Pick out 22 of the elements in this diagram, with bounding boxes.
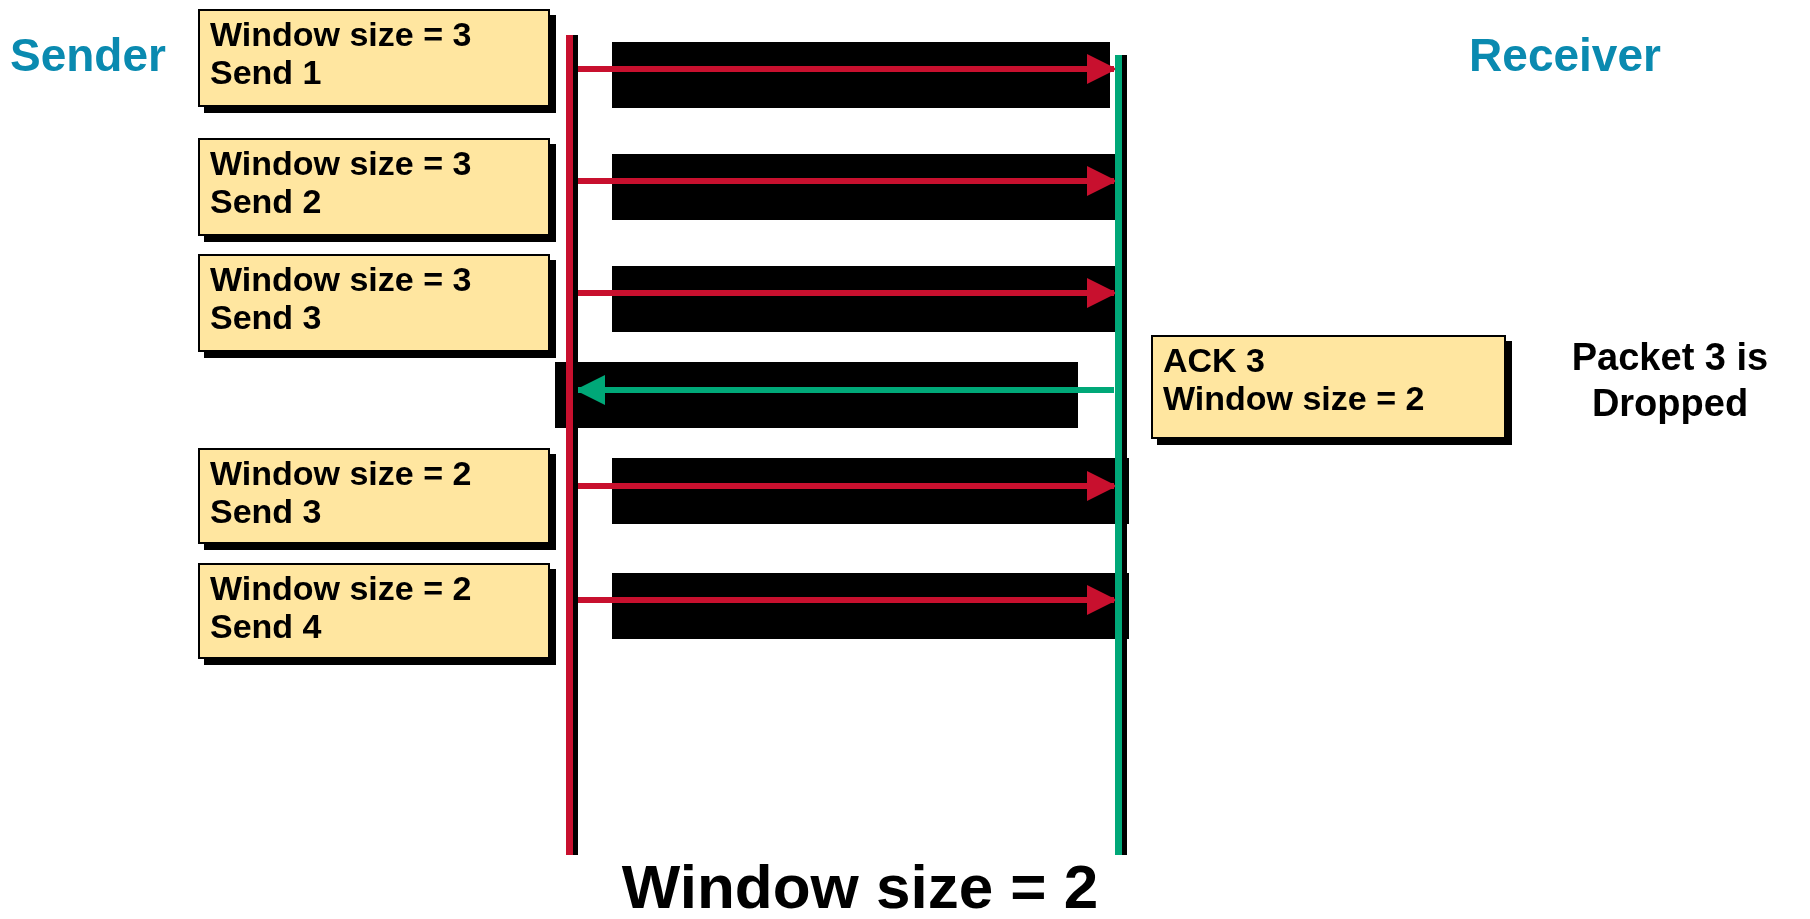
note-text: Packet 3 is Dropped xyxy=(1570,335,1770,426)
box-text: Window size = 3 xyxy=(210,15,473,53)
box-text: Send 4 xyxy=(210,607,323,645)
box-text: Window size = 2 xyxy=(210,569,473,607)
box-text: Window size = 3 xyxy=(210,260,473,298)
box-text: Send 3 xyxy=(210,492,323,530)
arrow xyxy=(578,471,1117,501)
arrow xyxy=(578,585,1117,615)
arrow xyxy=(578,278,1117,308)
arrow xyxy=(575,375,1114,405)
box-text: Send 2 xyxy=(210,182,323,220)
lifeline-label: Sender xyxy=(10,28,167,83)
arrow xyxy=(578,54,1117,84)
arrow xyxy=(578,166,1117,196)
box-text: Window size = 2 xyxy=(1163,379,1426,417)
caption-text: Window size = 2 xyxy=(620,851,1100,919)
lifeline-label: Receiver xyxy=(1468,28,1662,83)
box-text: Send 1 xyxy=(210,53,323,91)
box-text: Window size = 3 xyxy=(210,144,473,182)
box-text: ACK 3 xyxy=(1163,341,1267,379)
box-text: Window size = 2 xyxy=(210,454,473,492)
box-text: Send 3 xyxy=(210,298,323,336)
